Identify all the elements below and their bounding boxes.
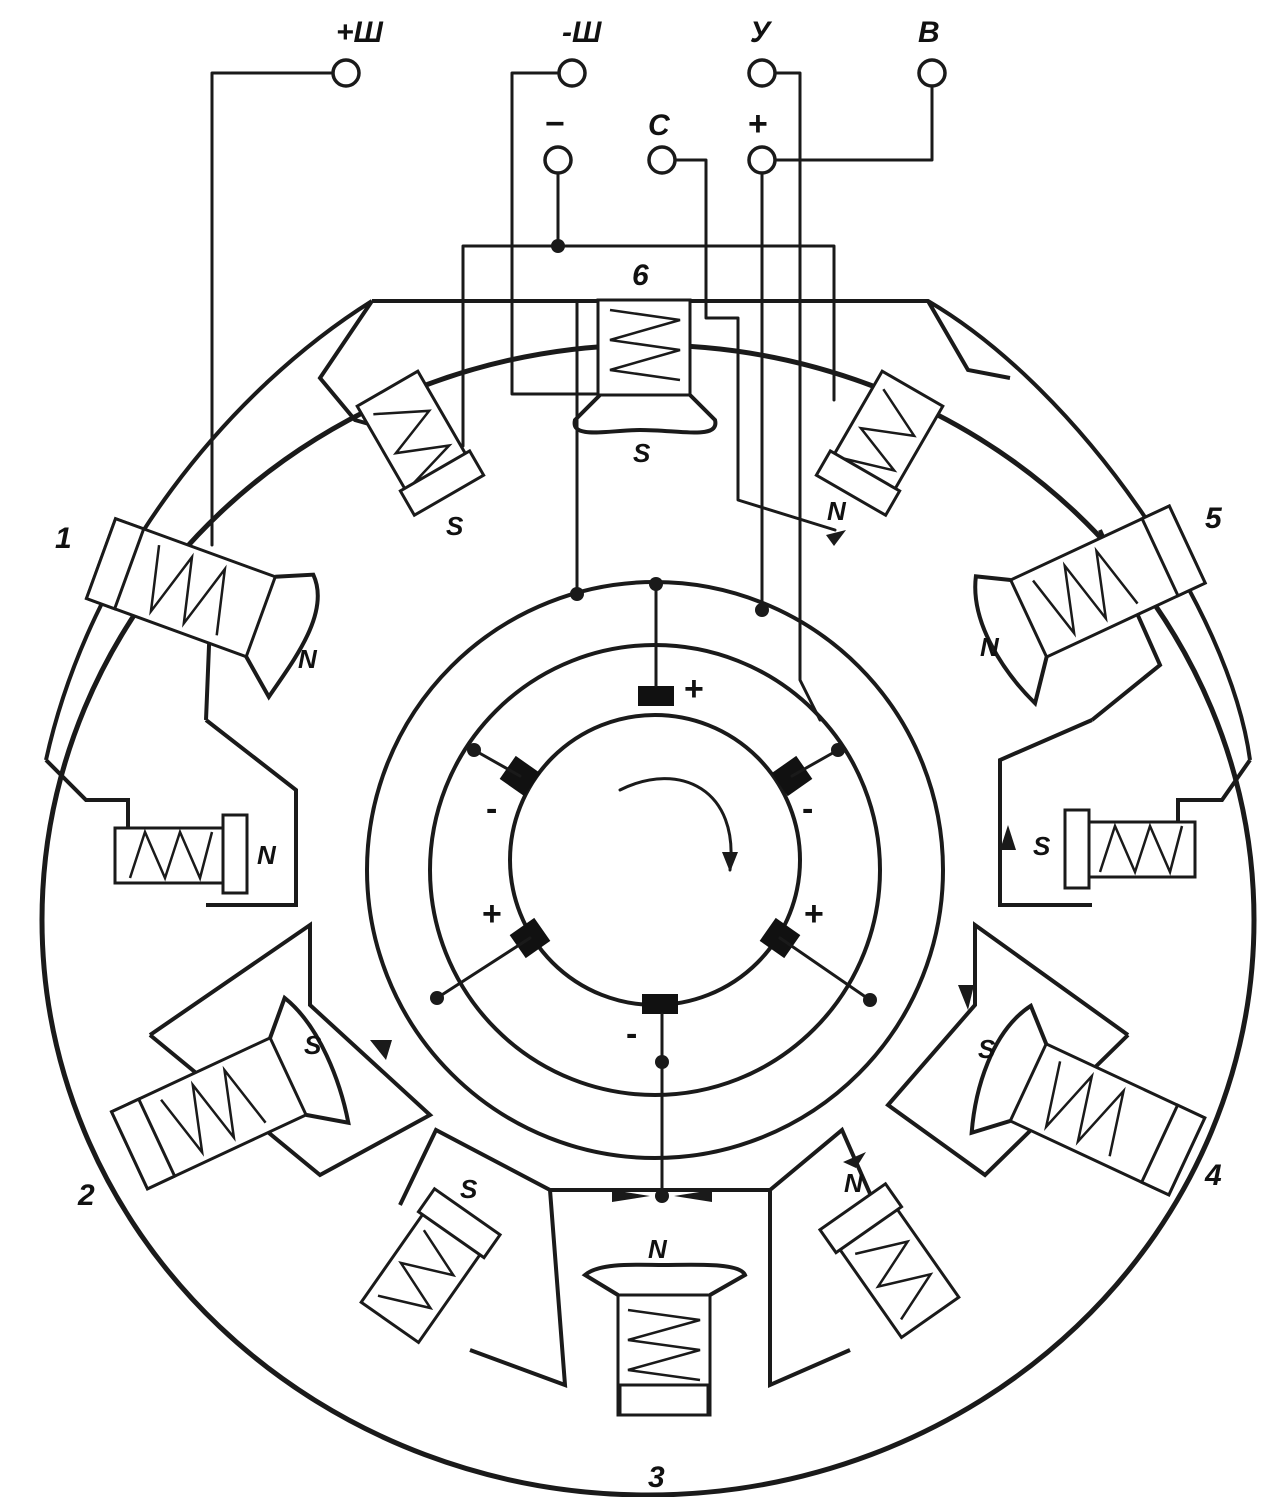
terminal-label-plus-sh: +Ш	[336, 16, 384, 49]
node	[863, 993, 877, 1007]
brush-sign-bottom: -	[626, 1015, 637, 1053]
aux-pole-upper-right	[814, 369, 945, 518]
pole-label-aux-lower-right: N	[844, 1168, 864, 1198]
coil-number-2: 2	[77, 1179, 95, 1212]
node	[649, 577, 663, 591]
terminal-plus[interactable]	[747, 145, 777, 175]
middle-commutator-ring	[428, 643, 882, 1097]
external-wiring	[210, 71, 934, 722]
flux-arrow	[843, 1152, 866, 1168]
pole-label-p3: N	[648, 1234, 668, 1264]
terminal-label-plus: +	[748, 105, 768, 143]
main-pole-5	[973, 504, 1208, 708]
brush-leads	[435, 582, 872, 1198]
terminal-label-v: В	[918, 16, 940, 49]
pole-label-aux-upper-left: S	[446, 511, 464, 541]
pole-label-p4: S	[978, 1034, 996, 1064]
aux-pole-upper-left	[355, 369, 486, 518]
flux-arrow	[370, 1040, 392, 1060]
aux-pole-lower-left	[359, 1186, 503, 1345]
current-arrow	[612, 1190, 650, 1202]
coil-number-6: 6	[632, 259, 649, 292]
pole-label-p5: N	[980, 632, 1000, 662]
node	[467, 743, 481, 757]
terminal-minus[interactable]	[543, 145, 573, 175]
terminal-u[interactable]	[747, 58, 777, 88]
node	[570, 587, 584, 601]
brush-sign-upper-left: -	[486, 790, 497, 828]
brush-bottom	[642, 994, 678, 1014]
coil-number-3: 3	[648, 1461, 665, 1494]
current-arrow	[674, 1190, 712, 1202]
terminal-label-s: С	[648, 109, 671, 142]
flux-arrow	[1000, 825, 1016, 850]
flux-arrow	[958, 985, 974, 1010]
main-pole-3	[581, 1262, 748, 1417]
main-pole-1	[84, 516, 320, 701]
brush-top	[638, 686, 674, 706]
pole-label-p6: S	[633, 438, 651, 468]
brush-sign-lower-right: +	[804, 895, 824, 933]
main-pole-6	[572, 298, 718, 435]
aux-pole-left	[113, 813, 249, 895]
node	[655, 1055, 669, 1069]
node	[430, 991, 444, 1005]
pole-label-aux-lower-left: S	[460, 1174, 478, 1204]
pole-label-p2: S	[304, 1030, 322, 1060]
aux-pole-lower-right	[817, 1181, 961, 1340]
node	[831, 743, 845, 757]
pole-label-aux-right: S	[1033, 831, 1051, 861]
terminal-minus-sh[interactable]	[557, 58, 587, 88]
pole-label-p1: N	[298, 644, 318, 674]
aux-pole-right	[1063, 808, 1197, 890]
rotation-arrowhead	[722, 852, 738, 872]
coil-number-5: 5	[1205, 502, 1223, 535]
terminal-plus-sh[interactable]	[331, 58, 361, 88]
main-pole-2	[109, 994, 351, 1191]
brush-sign-top: +	[684, 670, 704, 708]
pole-label-aux-left: N	[257, 840, 277, 870]
main-pole-4	[969, 1002, 1207, 1197]
terminal-label-minus-sh: -Ш	[562, 16, 602, 49]
node	[755, 603, 769, 617]
rotor	[508, 713, 802, 1007]
pole-label-aux-upper-right: N	[827, 496, 847, 526]
brush-sign-lower-left: +	[482, 895, 502, 933]
terminal-label-u: У	[750, 16, 773, 49]
terminal-label-minus: −	[545, 105, 565, 143]
coil-number-1: 1	[55, 522, 72, 555]
stator-inner-outline	[44, 299, 1252, 1389]
terminal-s[interactable]	[647, 145, 677, 175]
brush-sign-upper-right: -	[802, 790, 813, 828]
flux-arrow	[826, 530, 846, 546]
node	[655, 1189, 669, 1203]
node	[551, 239, 565, 253]
rotation-arrow	[618, 777, 733, 872]
coil-number-4: 4	[1204, 1159, 1222, 1192]
terminal-v[interactable]	[917, 58, 947, 88]
